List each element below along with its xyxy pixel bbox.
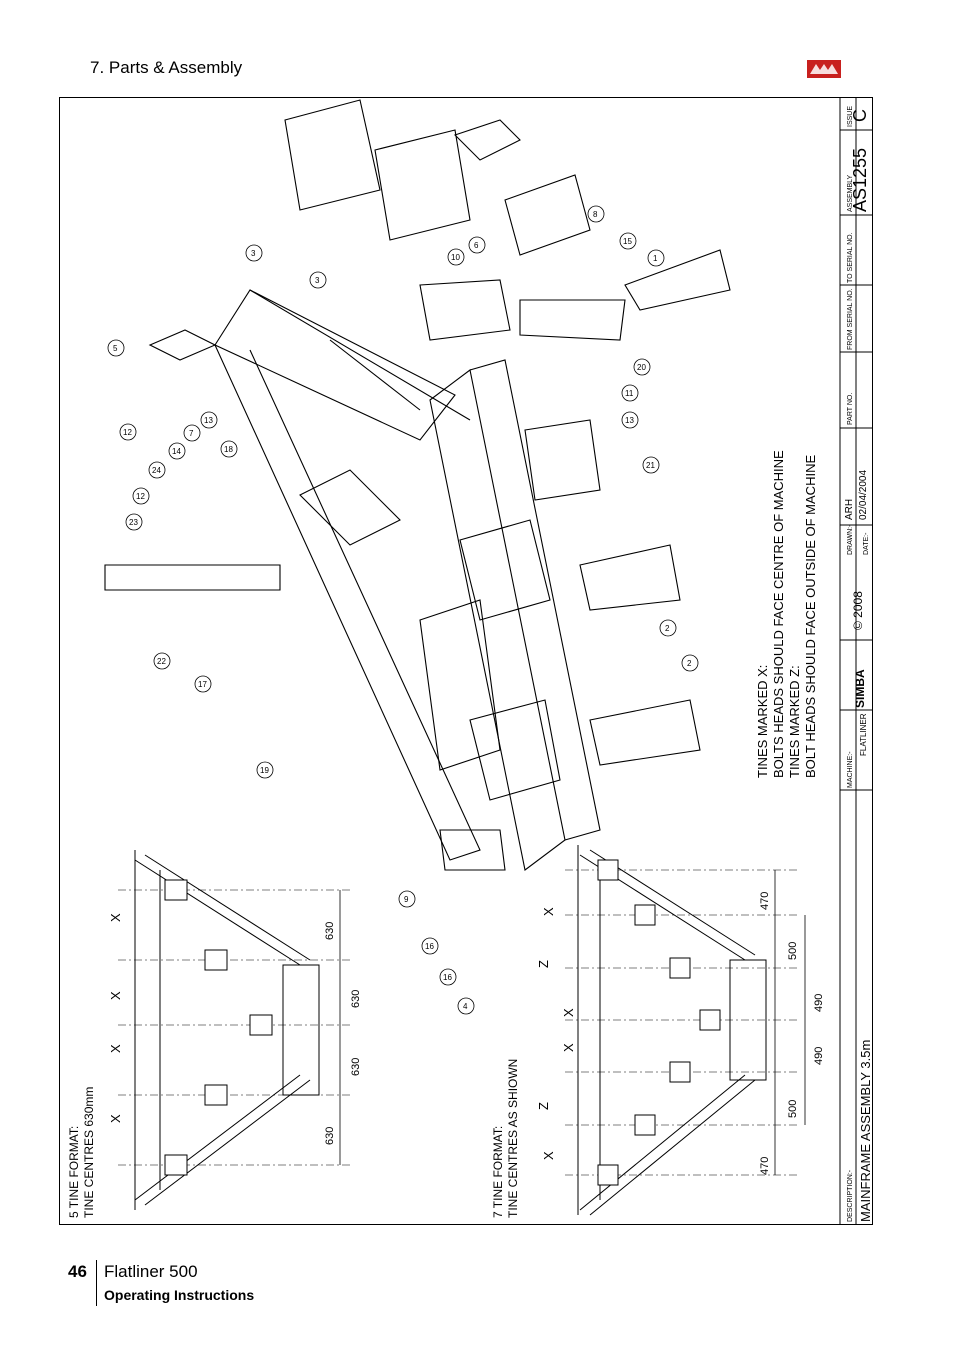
note-tines-z: TINES MARKED Z: [787,665,802,778]
part-no-label: PART NO. [847,393,854,425]
layout5-dim-2: 630 [350,990,362,1008]
layout7-title2: TINE CENTRES AS SHIOWN [506,1059,520,1218]
layout7-mark-2: Z [536,960,551,968]
callout-13a: 13 [204,416,213,425]
assembly-number: AS1255 [850,148,870,212]
section-title: 7. Parts & Assembly [90,58,243,77]
layout7-title1: 7 TINE FORMAT: [491,1126,505,1218]
callout-13b: 13 [625,416,634,425]
machine-name: FLATLINER [859,713,868,756]
callout-3a: 3 [251,249,256,258]
issue-letter: C [850,109,870,122]
layout7-mark-1: X [541,907,556,916]
callout-21: 21 [646,461,655,470]
note-tines-z-text: BOLT HEADS SHOULD FACE OUTSIDE OF MACHIN… [803,455,818,778]
callout-6: 6 [474,241,479,250]
callout-17: 17 [198,680,207,689]
footer-subtitle: Operating Instructions [104,1287,255,1303]
callout-2b: 2 [687,659,692,668]
callout-10: 10 [451,253,460,262]
layout5-mark-4: X [108,1114,123,1123]
layout5-title2: TINE CENTRES 630mm [82,1087,96,1218]
layout5-dim-3: 630 [350,1058,362,1076]
layout5-mark-2: X [108,991,123,1000]
layout7-dim-4: 490 [813,1047,825,1065]
page-number: 46 [68,1262,87,1281]
layout7-dim-1: 470 [759,892,771,910]
brand-name: SIMBA [853,669,867,708]
layout7-dim-5: 500 [787,1100,799,1118]
date-value: 02/04/2004 [858,470,869,520]
layout5-title1: 5 TINE FORMAT: [67,1126,81,1218]
layout5-mark-3: X [108,1044,123,1053]
note-tines-x-text: BOLTS HEADS SHOULD FACE CENTRE OF MACHIN… [771,450,786,778]
callouts: 1 2 2 3 3 4 5 6 7 8 9 10 11 12 12 13 13 … [107,205,699,1015]
layout5-mark-1: X [108,913,123,922]
callout-14: 14 [172,447,181,456]
layout7-dim-2: 500 [787,942,799,960]
description: MAINFRAME ASSEMBLY 3.5m [858,1040,873,1222]
callout-19: 19 [260,766,269,775]
callout-1: 1 [653,254,658,263]
note-tines-x: TINES MARKED X: [755,665,770,778]
callout-8: 8 [593,210,598,219]
callout-23: 23 [129,518,138,527]
callout-18: 18 [224,445,233,454]
layout7-mark-5: Z [536,1102,551,1110]
issue-label: ISSUE [847,106,854,127]
assembly-label: ASSEMBLY [847,174,854,212]
callout-9: 9 [404,895,409,904]
to-serial-label: TO SERIAL NO. [847,232,854,283]
drawn-label: DRAWN:- [847,524,854,555]
layout7-mark-3: X [561,1008,576,1017]
date-label: DATE:- [863,532,870,555]
layout7-dim-6: 470 [759,1157,771,1175]
copyright: © 2008 [851,591,865,630]
callout-4: 4 [463,1002,468,1011]
callout-5: 5 [113,344,118,353]
product-name: Flatliner 500 [104,1262,198,1281]
callout-7: 7 [189,429,194,438]
layout7-mark-6: X [541,1151,556,1160]
callout-11: 11 [625,389,634,398]
layout-5-tine: 5 TINE FORMAT: TINE CENTRES 630mm 630 [67,850,362,1218]
callout-15: 15 [623,237,632,246]
drawn-by: ARH [844,499,855,520]
footer-divider [96,1260,97,1306]
callout-16a: 16 [425,942,434,951]
layout7-mark-4: X [561,1043,576,1052]
simba-logo [807,60,841,78]
callout-22: 22 [157,657,166,666]
mainframe-illustration [104,99,731,871]
layout-7-tine: 7 TINE FORMAT: TINE CENTRES AS SHIOWN [491,845,825,1218]
layout5-dim-4: 630 [324,1127,336,1145]
callout-12b: 12 [136,492,145,501]
callout-3b: 3 [315,276,320,285]
callout-2a: 2 [665,624,670,633]
desc-label: DESCRIPTION:- [847,1169,854,1222]
callout-20: 20 [637,363,646,372]
machine-label: MACHINE:- [847,751,854,788]
callout-16b: 16 [443,973,452,982]
callout-24: 24 [152,466,161,475]
title-block-grid [839,97,873,1225]
callout-12a: 12 [123,428,132,437]
layout5-dim-1: 630 [324,922,336,940]
layout7-dim-3: 490 [813,994,825,1012]
drawing-frame [59,97,873,1225]
from-serial-label: FROM SERIAL NO. [847,288,854,350]
